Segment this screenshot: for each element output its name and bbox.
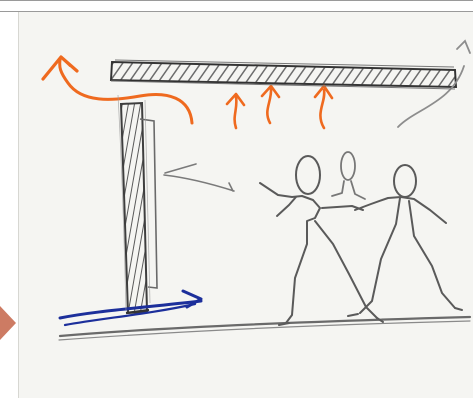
orange-airflow-up-1-icon [227,94,244,128]
person-figure-front [260,156,383,325]
orange-airflow-up-2-icon [262,86,279,123]
floor-line [60,317,470,336]
person-figure-middle [332,152,365,199]
orange-airflow-up-3-icon [315,86,332,128]
person-figure-right [348,165,462,316]
gray-sight-arrow-icon [164,164,234,191]
